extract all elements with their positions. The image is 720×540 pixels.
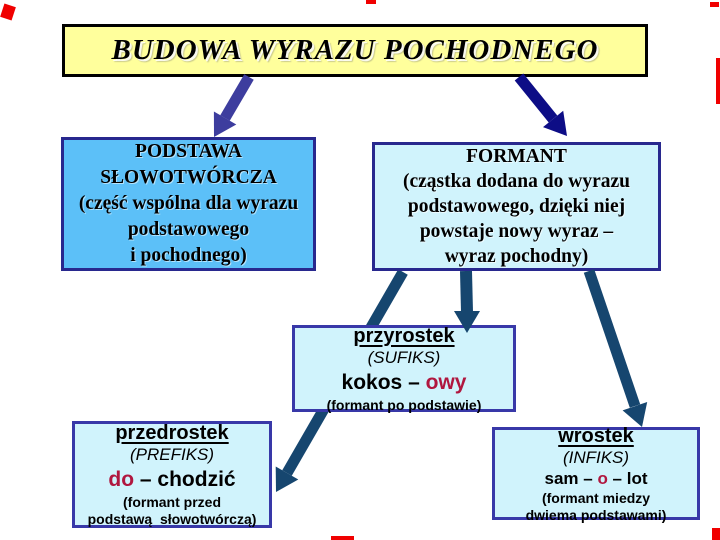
- formant-line: (cząstka dodana do wyrazu: [403, 171, 630, 192]
- przedrostek-subheading: (PREFIKS): [129, 445, 215, 464]
- przyrostek-note: (formant po podstawie): [326, 396, 482, 413]
- przedrostek-example: do – chodzić: [108, 465, 235, 494]
- przyrostek-heading: przyrostek: [353, 324, 455, 347]
- przyrostek-example: kokos – owy: [342, 368, 467, 397]
- example-rest: – lot: [607, 468, 648, 488]
- example-morpheme: owy: [425, 370, 467, 394]
- arrow-formant-to-przyrostek: [454, 270, 480, 333]
- example-morpheme: o: [597, 468, 608, 488]
- arrow-title-to-podstawa: [213, 74, 254, 137]
- wrostek-subheading: (INFIKS): [562, 447, 630, 467]
- przedrostek-note: (formant przed: [123, 494, 221, 510]
- formant-line: podstawowego, dzięki niej: [407, 196, 626, 217]
- podstawa-line: i pochodnego): [130, 245, 247, 266]
- przedrostek-note: podstawą słowotwórczą): [87, 511, 257, 527]
- slide-title: BUDOWA WYRAZU POCHODNEGO: [111, 34, 599, 66]
- arrow-title-to-formant: [514, 73, 567, 136]
- example-base: sam –: [544, 468, 598, 488]
- wrostek-note: (formant miedzy: [541, 489, 651, 506]
- wrostek-box: wrostek (INFIKS) sam – o – lot (formant …: [492, 424, 700, 523]
- formant-box: FORMANT (cząstka dodana do wyrazu podsta…: [372, 142, 661, 271]
- red-edge-mark: [716, 58, 720, 104]
- przyrostek-box: przyrostek (SUFIKS) kokos – owy (formant…: [292, 324, 516, 413]
- title-box: BUDOWA WYRAZU POCHODNEGO: [62, 24, 648, 77]
- arrow-formant-to-wrostek: [583, 269, 648, 427]
- red-edge-mark: [366, 0, 376, 4]
- red-edge-mark: [331, 536, 354, 540]
- podstawa-line: PODSTAWA: [135, 141, 242, 162]
- red-edge-mark: [712, 528, 720, 540]
- przyrostek-subheading: (SUFIKS): [367, 347, 441, 367]
- podstawa-line: SŁOWOTWÓRCZA: [100, 167, 277, 188]
- red-edge-mark: [710, 2, 719, 7]
- wrostek-example: sam – o – lot: [545, 468, 648, 490]
- przedrostek-box: przedrostek (PREFIKS) do – chodzić (form…: [72, 421, 272, 528]
- podstawa-box: PODSTAWA SŁOWOTWÓRCZA (część wspólna dla…: [61, 137, 316, 271]
- podstawa-line: podstawowego: [127, 219, 250, 240]
- red-edge-mark: [0, 3, 16, 21]
- przedrostek-heading: przedrostek: [115, 422, 229, 444]
- wrostek-heading: wrostek: [558, 424, 634, 447]
- example-rest: – chodzić: [134, 468, 236, 491]
- formant-line: wyraz pochodny): [444, 246, 589, 267]
- example-base: kokos –: [341, 370, 426, 394]
- podstawa-line: (część wspólna dla wyrazu: [78, 193, 299, 214]
- wrostek-note: dwiema podstawami): [525, 506, 667, 523]
- formant-line: powstaje nowy wyraz –: [419, 221, 614, 242]
- formant-line: FORMANT: [466, 146, 567, 167]
- example-morpheme: do: [108, 468, 135, 491]
